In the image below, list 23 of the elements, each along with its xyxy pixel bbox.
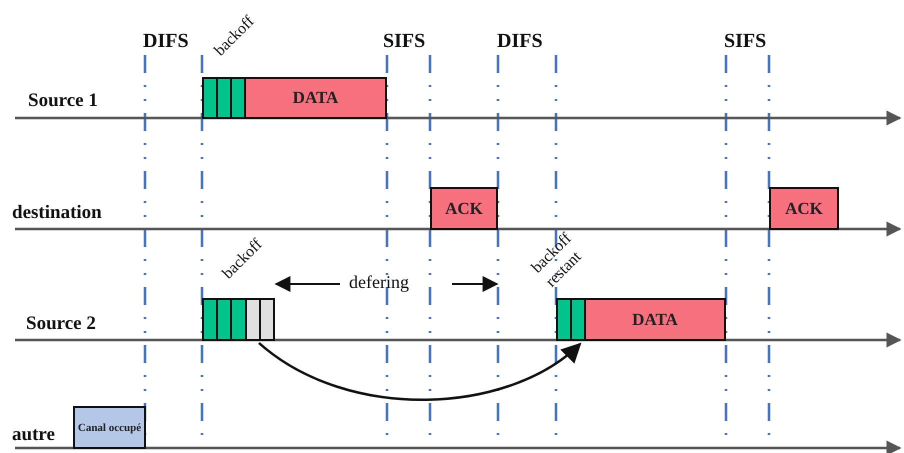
interval-label: defering (349, 272, 409, 293)
station-label: destination (12, 202, 102, 224)
frame-label: Canal occupé (78, 422, 142, 434)
frame-box (73, 406, 146, 449)
frame-label: ACK (785, 198, 823, 218)
frame-box (244, 77, 387, 119)
frame-label: DATA (292, 88, 338, 108)
station-label: Source 1 (28, 90, 98, 112)
interval-label: SIFS (724, 30, 766, 53)
frame-box (430, 187, 498, 230)
frame-box (769, 187, 839, 230)
frame-label: DATA (632, 310, 678, 330)
station-label: autre (12, 424, 55, 446)
backoff-slots (202, 298, 275, 341)
backoff-slots (556, 298, 586, 341)
interval-label: DIFS (497, 30, 543, 53)
interval-label: SIFS (383, 30, 426, 53)
arrow (258, 342, 582, 401)
interval-label: DIFS (143, 30, 189, 53)
backoff-slots (202, 77, 246, 119)
station-label: Source 2 (26, 313, 96, 335)
frame-label: ACK (445, 198, 483, 218)
frame-box (584, 298, 726, 341)
